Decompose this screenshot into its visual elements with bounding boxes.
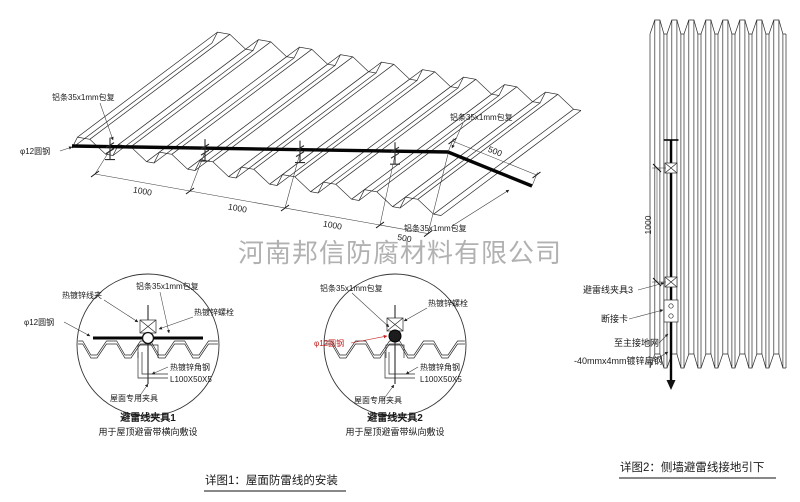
- leader-d2-round: [350, 334, 388, 344]
- disconnect-bolt-top: [668, 303, 674, 309]
- leader-d2-al: [351, 292, 390, 328]
- label-al-strip-bottom: 铝条35x1mm包复: [404, 223, 467, 233]
- leader-d1-bolt: [158, 316, 194, 330]
- wall-dim-1000: 1000: [643, 215, 653, 234]
- detail-1-clip-cross: [139, 319, 157, 334]
- leader-d1-round: [63, 321, 91, 337]
- label-d2-al: 铝条35x1mm包复: [320, 283, 383, 293]
- label-d2-fixture: 屋面专用夹具: [354, 395, 402, 405]
- leader-clamp3: [637, 282, 665, 291]
- detail-2-subtitle: 用于屋顶避雷带纵向敷设: [345, 426, 444, 437]
- wall-clamp-upper-cross: [664, 162, 678, 174]
- leader-to-ground: [658, 333, 669, 344]
- wall-dim-ticks: [652, 163, 662, 287]
- label-d1-clip: 热镀锌线夹: [62, 290, 102, 300]
- detail-2-wire-section: [388, 329, 402, 343]
- wall-downlead-drawing: 1000 避雷线夹具3 断接卡 至主接地网 -40mmx4mm镀锌扁钢: [574, 19, 787, 390]
- leader-round-steel: [59, 146, 73, 152]
- roof-dimension-chain: 1000 1000 1000 500: [90, 149, 449, 244]
- roof-isometric-drawing: 1000 1000 1000 500 500 铝条35x1mm包复 φ12圆钢 …: [20, 31, 582, 244]
- label-d2-angle: 热镀锌角钢: [420, 362, 460, 372]
- extension-lines: [94, 149, 449, 234]
- label-to-ground: 至主接地网: [614, 337, 659, 348]
- detail-2-title: 避雷线夹具2: [366, 411, 423, 424]
- detail-2-saddle-fixture: [385, 344, 405, 358]
- leader-d2-bolt: [403, 307, 428, 322]
- leader-d1-angle: [151, 366, 169, 375]
- lightning-wire: [71, 144, 533, 188]
- label-d1-angle-size: L100X50X5: [170, 375, 212, 384]
- label-al-strip-top: 铝条35x1mm包复: [52, 92, 115, 102]
- captions: 详图1：屋面防雷线的安装 详图2：侧墙避雷线接地引下: [204, 460, 776, 492]
- dimension-line: [94, 173, 429, 234]
- label-d2-round: φ12圆钢: [314, 338, 344, 348]
- caption-detail-2: 详图2：侧墙避雷线接地引下: [620, 460, 764, 474]
- side-dimension-line: [452, 140, 537, 176]
- dimension-ticks: [90, 170, 433, 237]
- disconnect-link: [663, 299, 679, 323]
- wall-clamp-lower-cross: [664, 276, 678, 288]
- detail-1-angle-steel: [137, 352, 168, 379]
- label-d1-al: 铝条35x1mm包复: [136, 281, 199, 291]
- side-dimension-ticks: [448, 137, 541, 179]
- dim-1000-b: 1000: [227, 201, 248, 214]
- leader-al-top: [99, 102, 114, 141]
- conductor-bottom-arrow: [666, 380, 676, 390]
- wall-dim-extensions: [652, 167, 666, 283]
- label-d1-bolt: 热镀锌螺栓: [194, 307, 234, 317]
- roof-ridge-lines: [71, 31, 582, 216]
- detail-1-circle: [76, 273, 220, 417]
- wall-corrugation-lines: [649, 20, 787, 368]
- leader-d1-fixture: [138, 383, 149, 398]
- caption-detail-1: 详图1：屋面防雷线的安装: [205, 473, 338, 487]
- dim-1000-c: 1000: [322, 218, 343, 231]
- wall-top-profile: [649, 19, 786, 35]
- disconnect-bolt-bottom: [668, 313, 674, 319]
- leader-disconnect: [628, 309, 664, 320]
- detail-1-saddle-fixture: [137, 344, 159, 358]
- wall-dimension: 1000: [643, 163, 666, 287]
- leader-d2-angle: [405, 366, 419, 375]
- detail-1-wire-clamp-ring: [141, 331, 155, 345]
- label-round-steel: φ12圆钢: [20, 146, 50, 156]
- dim-500: 500: [397, 232, 413, 244]
- leader-al-bottom: [451, 189, 510, 227]
- detail-1-title: 避雷线夹具1: [119, 411, 176, 424]
- label-clamp3: 避雷线夹具3: [583, 284, 633, 295]
- company-watermark: 河南邦信防腐材料有限公司: [238, 238, 562, 268]
- detail-2-circle: [323, 273, 467, 417]
- label-d2-angle-size: L100X50X5: [420, 375, 462, 384]
- label-flat-steel: -40mmx4mm镀锌扁钢: [574, 355, 663, 366]
- leader-d1-clip: [103, 299, 139, 323]
- leader-d2-fixture: [382, 384, 395, 401]
- label-d1-fixture: 屋面专用夹具: [110, 393, 158, 403]
- detail-1-subtitle: 用于屋顶避雷带横向敷设: [98, 426, 197, 437]
- label-d2-bolt: 热镀锌螺栓: [428, 298, 468, 308]
- leader-al-right: [451, 122, 464, 149]
- detail-1-clamp-drawing: 热镀锌线夹 铝条35x1mm包复 热镀锌螺栓 φ12圆钢 热镀锌角钢 L100X…: [24, 273, 234, 437]
- label-disconnect: 断接卡: [601, 313, 628, 324]
- detail-2-sheet-profile: [325, 340, 465, 359]
- detail-2-clip-cross: [386, 317, 404, 332]
- dim-side-500: 500: [487, 144, 504, 159]
- detail-2-clamp-drawing: 铝条35x1mm包复 热镀锌螺栓 φ12圆钢 热镀锌角钢 L100X50X5 屋…: [314, 273, 468, 437]
- label-d1-angle: 热镀锌角钢: [170, 362, 210, 372]
- label-d1-round: φ12圆钢: [24, 317, 54, 327]
- leader-flat-steel: [652, 351, 669, 362]
- detail-2-angle-steel: [384, 352, 415, 379]
- label-al-strip-right: 铝条35x1mm包复: [450, 112, 513, 122]
- dim-1000-a: 1000: [132, 184, 153, 197]
